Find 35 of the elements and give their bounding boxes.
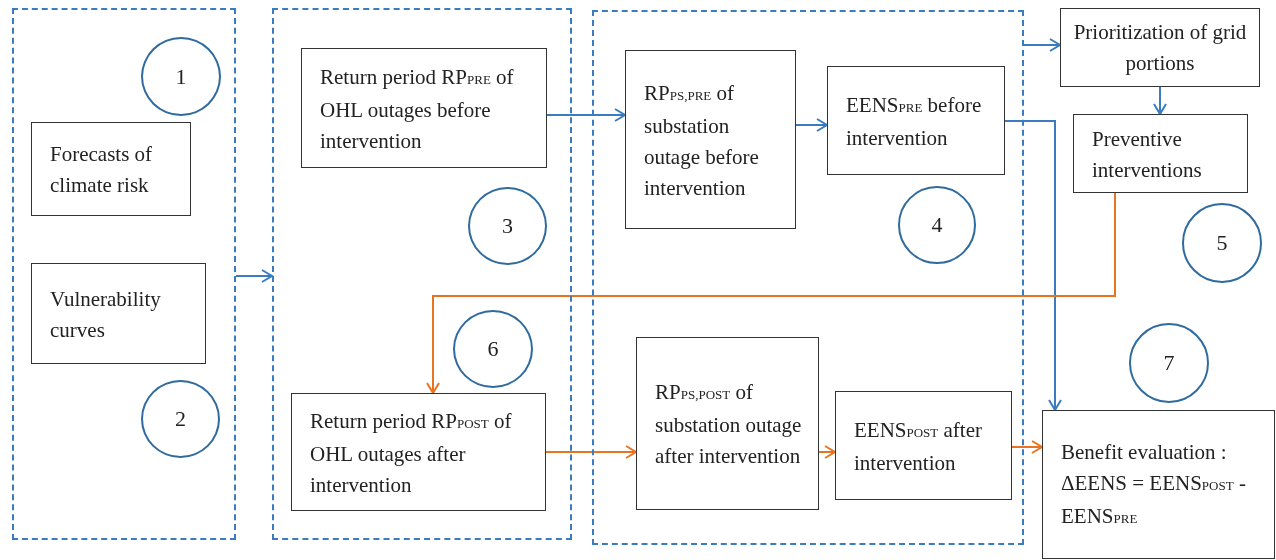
process-box [31, 263, 206, 364]
step-number: 2 [175, 406, 186, 432]
process-box [827, 66, 1005, 175]
dashed-group-frame [592, 10, 1024, 545]
process-box [1073, 114, 1248, 193]
process-box [31, 122, 191, 216]
process-box [835, 391, 1012, 500]
step-number: 5 [1216, 230, 1228, 256]
arrow [818, 445, 836, 459]
step-number: 6 [487, 336, 499, 362]
arrow [546, 108, 626, 122]
arrow [1004, 120, 1062, 411]
process-box [1042, 410, 1275, 559]
process-box [1060, 8, 1260, 87]
step-number: 7 [1163, 350, 1175, 376]
arrow [1011, 440, 1043, 454]
step-number: 3 [502, 213, 513, 239]
step-number: 4 [931, 212, 943, 238]
process-box [301, 48, 547, 168]
arrow [1153, 86, 1167, 115]
box-text: Vulnerability curves [50, 285, 162, 344]
process-box [636, 337, 819, 510]
arrow [795, 118, 828, 132]
process-box [625, 50, 796, 229]
arrow [545, 445, 637, 459]
step-number: 1 [175, 63, 187, 90]
process-box [291, 393, 546, 511]
box-text: Prioritization of grid portions [1072, 18, 1248, 77]
arrow [1023, 38, 1061, 52]
box-text: Forecasts of climate risk [50, 141, 154, 199]
dashed-group-frame [12, 8, 236, 540]
box-text: Preventive interventions [1092, 125, 1203, 184]
dashed-group-frame [272, 8, 572, 540]
arrow [235, 269, 273, 283]
arrow [426, 192, 1116, 394]
